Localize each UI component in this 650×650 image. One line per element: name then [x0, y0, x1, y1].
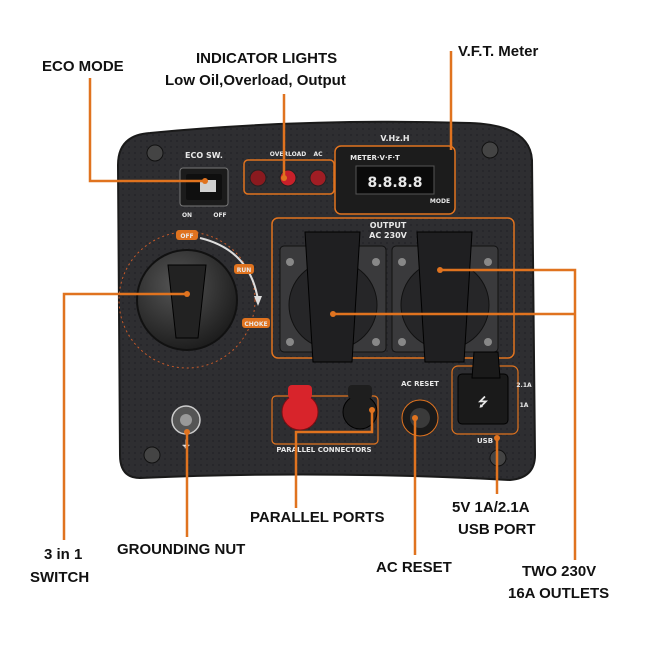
indicator-lights: [243, 159, 335, 195]
eco-sw-label: ECO SW.: [185, 151, 223, 160]
callout-vft-meter: V.F.T. Meter: [458, 43, 539, 60]
callout-parallel-ports: PARALLEL PORTS: [250, 509, 385, 526]
leader-lines: [62, 51, 577, 560]
usb-label: USB: [477, 437, 493, 445]
svg-text:⭍: ⭍: [478, 395, 488, 409]
leader-endpoints: [184, 175, 500, 441]
callout-usb-line2: USB PORT: [458, 521, 536, 538]
parallel-connectors-label: PARALLEL CONNECTORS: [276, 446, 371, 454]
meter-label: METER·V·F·T: [350, 154, 400, 162]
usb-21a-label: 2.1A: [516, 382, 532, 389]
outlet-right[interactable]: [391, 231, 499, 363]
callout-eco-mode: ECO MODE: [42, 58, 124, 75]
outlet-left[interactable]: [279, 231, 387, 363]
callout-ac-reset: AC RESET: [376, 559, 452, 576]
eco-switch[interactable]: [179, 167, 229, 207]
dial-choke-badge: [242, 318, 270, 328]
callout-indicator-title: INDICATOR LIGHTS: [196, 50, 338, 67]
usb-port[interactable]: ⭍: [451, 351, 519, 435]
dial-off-label: OFF: [180, 233, 193, 240]
overload-label: OVERLOAD: [270, 151, 306, 158]
callout-usb-line1: 5V 1A/2.1A: [452, 499, 530, 516]
eco-off-label: OFF: [213, 212, 226, 219]
corner-screws: [143, 141, 507, 467]
ac230-label: AC 230V: [369, 231, 408, 240]
usb-1a-label: 1A: [520, 402, 529, 409]
ac-reset-panel-label: AC RESET: [401, 380, 439, 388]
parallel-ports[interactable]: [271, 385, 379, 445]
ac-indicator-label: AC: [313, 151, 323, 158]
callout-outlets-line1: TWO 230V: [522, 563, 597, 580]
vhzh-label: V.Hz.H: [380, 134, 409, 143]
dial-off-badge: [176, 230, 198, 240]
output-label: OUTPUT: [370, 221, 407, 230]
callout-switch-line2: SWITCH: [30, 569, 90, 586]
ac-reset-button[interactable]: [401, 399, 439, 437]
callout-grounding-nut: GROUNDING NUT: [117, 541, 246, 558]
callout-outlets-line2: 16A OUTLETS: [508, 585, 610, 602]
dial-arrow: [199, 237, 262, 306]
dial-run-label: RUN: [237, 267, 252, 274]
vft-meter: 8.8.8.8: [334, 145, 456, 215]
three-in-one-switch[interactable]: [118, 231, 256, 369]
svg-text:8.8.8.8: 8.8.8.8: [368, 175, 423, 191]
dial-choke-label: CHOKE: [244, 321, 267, 328]
callout-indicator-sub: Low Oil,Overload, Output: [165, 72, 346, 89]
mode-label: MODE: [430, 198, 450, 205]
dial-run-badge: [234, 264, 254, 274]
ac-outlets-frame: [271, 217, 515, 359]
callout-switch-line1: 3 in 1: [44, 546, 83, 563]
eco-on-label: ON: [182, 212, 192, 219]
